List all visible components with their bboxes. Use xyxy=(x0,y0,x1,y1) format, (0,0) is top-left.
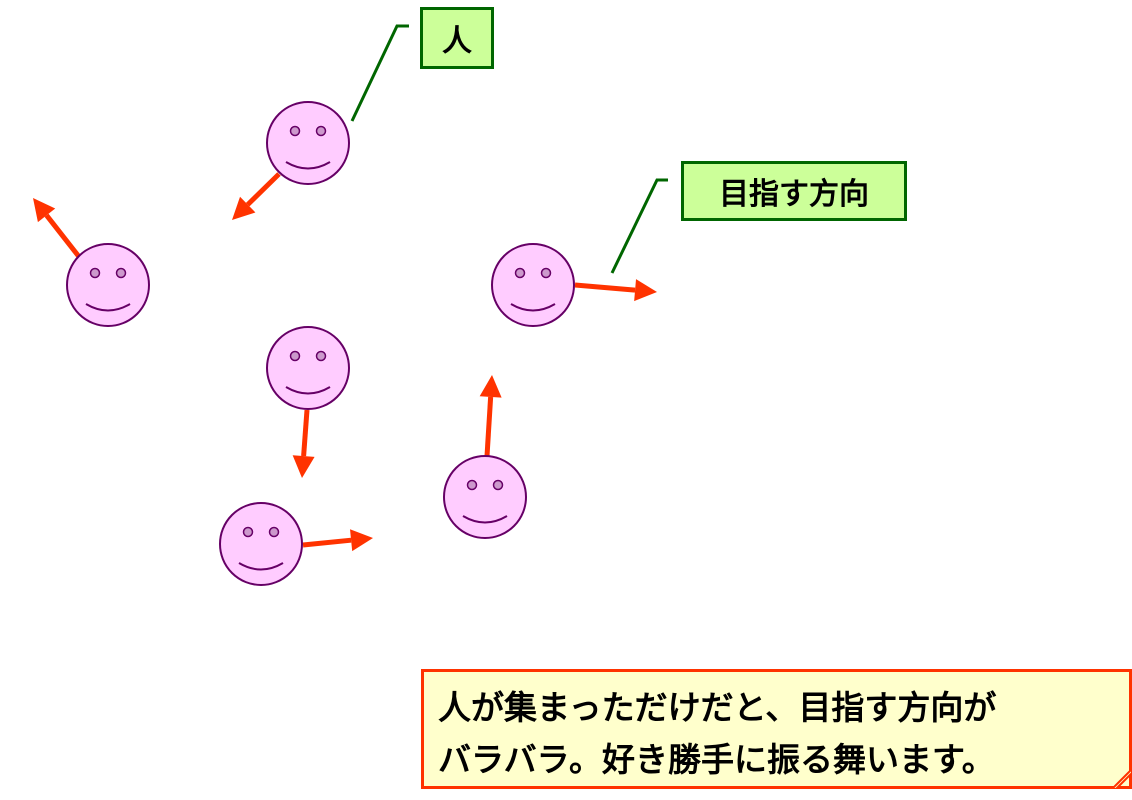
note-fold-icon xyxy=(1112,769,1132,789)
face-eye xyxy=(115,267,127,279)
note-line-2: バラバラ。好き勝手に振る舞います。 xyxy=(438,740,995,779)
face-eye xyxy=(492,479,504,491)
face-eye xyxy=(242,526,254,538)
face-eye xyxy=(514,267,526,279)
smiley-face-icon xyxy=(491,243,575,327)
smiley-face-icon xyxy=(266,326,350,410)
face-eye xyxy=(466,479,478,491)
face-circle xyxy=(219,502,303,586)
face-mouth xyxy=(285,161,331,170)
arrow-head-icon xyxy=(232,196,256,220)
note-box: 人が集まっただけだと、目指す方向が バラバラ。好き勝手に振る舞います。 xyxy=(421,669,1132,789)
face-eye xyxy=(315,125,327,137)
direction-arrow xyxy=(302,537,352,548)
face-mouth xyxy=(85,303,131,312)
callout-line-person xyxy=(350,24,409,122)
face-circle xyxy=(443,455,527,539)
direction-label-text: 目指す方向 xyxy=(719,177,869,212)
direction-arrow xyxy=(44,213,82,260)
direction-label: 目指す方向 xyxy=(681,161,907,221)
person-label-text: 人 xyxy=(442,24,472,59)
note-line-1: 人が集まっただけだと、目指す方向が xyxy=(438,688,997,727)
callout-line-direction xyxy=(610,178,668,274)
face-mouth xyxy=(238,562,284,571)
face-circle xyxy=(491,243,575,327)
direction-arrow xyxy=(484,396,494,457)
face-eye xyxy=(89,267,101,279)
smiley-face-icon xyxy=(66,243,150,327)
arrow-head-icon xyxy=(350,529,373,552)
direction-arrow xyxy=(574,282,636,293)
face-mouth xyxy=(510,303,556,312)
face-eye xyxy=(315,350,327,362)
direction-arrow xyxy=(245,172,281,207)
face-mouth xyxy=(285,386,331,395)
face-circle xyxy=(266,326,350,410)
face-eye xyxy=(540,267,552,279)
arrow-head-icon xyxy=(479,375,502,398)
face-eye xyxy=(289,125,301,137)
direction-arrow xyxy=(301,409,310,457)
face-eye xyxy=(268,526,280,538)
face-mouth xyxy=(462,515,508,524)
smiley-face-icon xyxy=(266,101,350,185)
smiley-face-icon xyxy=(443,455,527,539)
person-label: 人 xyxy=(420,7,494,69)
face-circle xyxy=(266,101,350,185)
arrow-head-icon xyxy=(292,455,315,478)
face-eye xyxy=(289,350,301,362)
arrow-head-icon xyxy=(33,198,56,223)
smiley-face-icon xyxy=(219,502,303,586)
arrow-head-icon xyxy=(634,279,657,302)
face-circle xyxy=(66,243,150,327)
